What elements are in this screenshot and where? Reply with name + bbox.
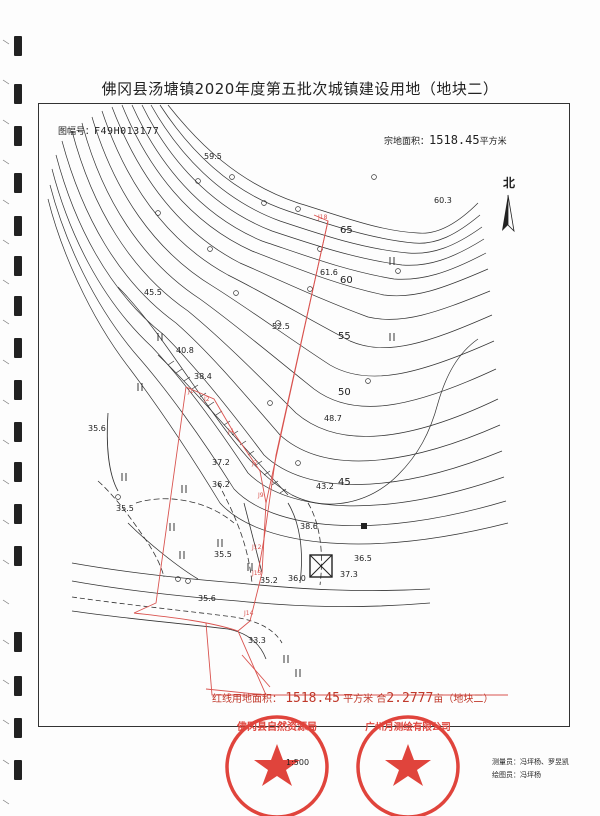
elev-label: 37.3	[340, 570, 358, 579]
contour-label: 65	[340, 225, 353, 236]
elev-label: 48.7	[324, 414, 342, 423]
elev-label: 35.5	[214, 550, 232, 559]
redline-area-label: 红线用地面积：	[212, 694, 282, 705]
redline-mu-unit: 亩（地块二）	[433, 694, 494, 705]
elev-label: 36.0	[288, 574, 306, 583]
land-area-label: 宗地面积：	[384, 137, 430, 147]
binder-rings	[2, 39, 10, 805]
sheet-number-label: 图幅号：	[58, 127, 95, 137]
elev-label: 35.6	[88, 424, 106, 433]
redline-mu-value: 2.2777	[386, 691, 434, 706]
redline-area-value: 1518.45	[285, 691, 340, 706]
land-area-unit: 平方米	[479, 137, 507, 147]
elev-label: 36.5	[354, 554, 372, 563]
contour-lines	[47, 104, 509, 545]
sheet-number: 图幅号：F49H013177	[58, 124, 159, 137]
sheet-number-value: F49H013177	[94, 126, 160, 137]
stamp-right-text: 广州月测绘有限公司	[365, 721, 451, 733]
elev-label: 61.6	[320, 268, 338, 277]
svg-text:J7: J7	[251, 460, 258, 467]
redline-mu-prefix: 合	[376, 694, 387, 705]
svg-text:J4: J4	[227, 428, 234, 435]
elev-label: 38.6	[300, 522, 318, 531]
land-area-value: 1518.45	[429, 133, 480, 147]
svg-text:J14: J14	[243, 610, 254, 617]
binder-holes	[0, 0, 40, 815]
contour-label: 45	[338, 477, 351, 488]
building	[309, 523, 367, 578]
contour-label: 55	[338, 331, 351, 342]
elev-label: 60.3	[434, 196, 452, 205]
roads	[71, 412, 431, 660]
elev-label: 37.2	[212, 458, 230, 467]
credits: 测量员：冯坪杨、罗昱凯 绘图员：冯坪杨	[492, 756, 569, 782]
stamp-natural-resources-bureau: 佛冈县自然资源局	[225, 715, 329, 816]
contour-label: 50	[338, 387, 351, 398]
svg-text:J1: J1	[187, 388, 194, 395]
elevation-labels: 59.5 60.3 45.5 61.6 52.5 40.8 38.4 48.7 …	[88, 152, 452, 645]
elev-label: 36.2	[212, 480, 230, 489]
svg-text:J18: J18	[317, 214, 328, 221]
elev-label: 35.5	[116, 504, 134, 513]
stamp-left-text: 佛冈县自然资源局	[236, 720, 317, 733]
slope-hatch	[157, 354, 289, 496]
redline-area: 红线用地面积： 1518.45 平方米 合2.2777亩（地块二）	[212, 690, 493, 706]
elev-label: 35.2	[260, 576, 278, 585]
area-leader-line	[205, 622, 508, 696]
contour-labels: 65 60 55 50 45	[338, 225, 353, 488]
elev-label: 52.5	[272, 322, 290, 331]
contour-label: 60	[340, 275, 353, 286]
elev-label: 40.8	[176, 346, 194, 355]
surveyor-label: 测量员：冯坪杨、罗昱凯	[492, 758, 569, 766]
svg-text:J12: J12	[251, 544, 262, 551]
elev-label: 43.2	[316, 482, 334, 491]
svg-text:J2: J2	[203, 396, 210, 403]
elev-label: 35.6	[198, 594, 216, 603]
svg-text:J9: J9	[257, 492, 264, 499]
elev-label: 33.3	[248, 636, 266, 645]
elev-label: 59.5	[204, 152, 222, 161]
svg-text:J13: J13	[251, 570, 262, 577]
elev-label: 38.4	[194, 372, 212, 381]
map-title: 佛冈县汤塘镇2020年度第五批次城镇建设用地（地块二）	[101, 80, 499, 98]
stamp-surveying-company: 广州月测绘有限公司	[356, 715, 460, 816]
land-area: 宗地面积：1518.45平方米	[384, 133, 507, 147]
scale-label: 1:500	[286, 758, 310, 767]
north-label: 北	[503, 176, 516, 190]
elev-label: 45.5	[144, 288, 162, 297]
tree-symbols	[115, 174, 401, 584]
vegetation-symbols	[121, 257, 395, 677]
drafter-label: 绘图员：冯坪杨	[492, 771, 541, 779]
redline-area-unit: 平方米	[343, 694, 374, 705]
red-parcel-boundary	[133, 214, 329, 696]
north-arrow	[502, 194, 515, 233]
